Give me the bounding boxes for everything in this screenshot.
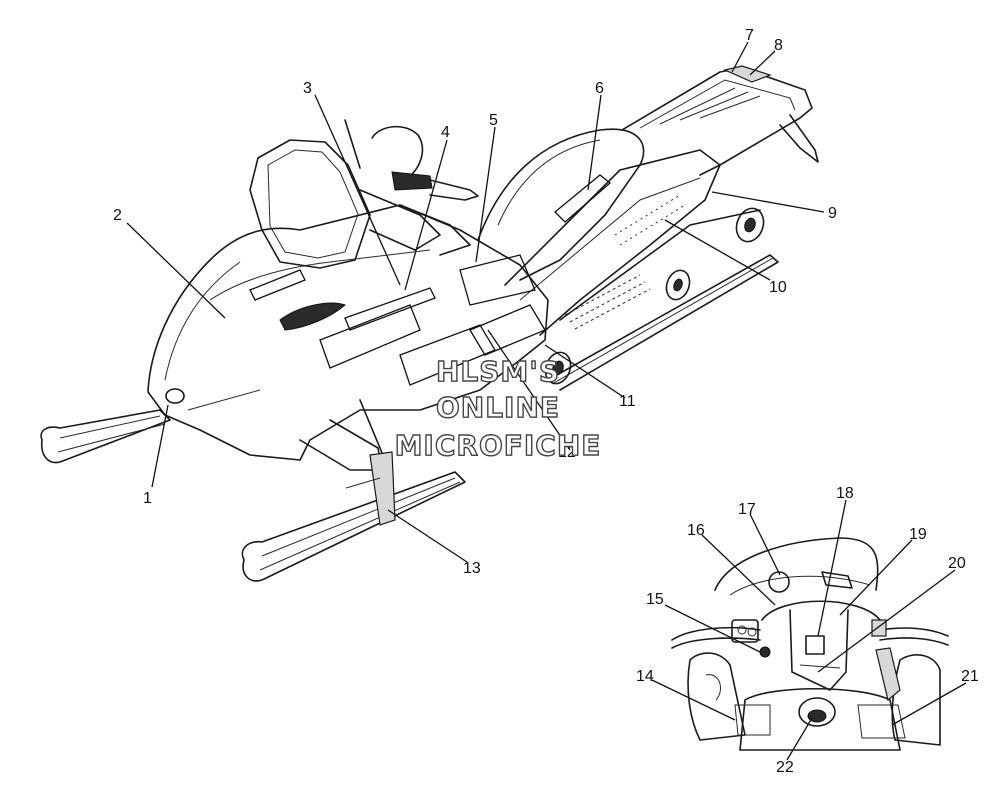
callout-22: 22 [776,759,794,776]
callout-12: 12 [558,444,576,461]
callout-14: 14 [636,668,654,685]
watermark: HLSM'S ONLINE MICROFICHE [394,354,602,462]
decal-side-panel-upper [344,287,436,331]
callout-9: 9 [828,205,837,222]
dash-inset-illustration [671,537,949,751]
decal-seat [554,174,612,223]
decal-side-panel-mid [399,324,496,386]
callout-21: 21 [961,668,979,685]
callout-2: 2 [113,207,122,224]
hood-graphic [279,302,346,331]
ski-left [40,409,171,464]
ski-right [241,471,466,582]
callout-13: 13 [463,560,481,577]
bogie-wheel-rear [735,207,765,243]
bogie-wheel-front [544,351,572,385]
callout-20: 20 [948,555,966,572]
tunnel-vents [564,194,686,330]
callout-17: 17 [738,501,756,518]
callout-19: 19 [909,526,927,543]
callout-6: 6 [595,80,604,97]
callout-3: 3 [303,80,312,97]
callout-10: 10 [769,279,787,296]
callout-16: 16 [687,522,705,539]
callout-5: 5 [489,112,498,129]
bogie-wheel-mid [665,269,691,301]
callout-11: 11 [619,393,636,410]
callout-15: 15 [646,591,664,608]
callout-leaders [126,41,967,761]
callout-18: 18 [836,485,854,502]
callout-7: 7 [745,27,754,44]
callout-8: 8 [774,37,783,54]
callout-4: 4 [441,124,450,141]
decal-hood-left [249,269,306,301]
watermark-line-1: HLSM'S [436,355,560,388]
callout-numbers: 1 2 3 4 5 6 7 8 9 10 11 12 13 14 15 16 1… [113,27,979,776]
decal-side-panel-front [319,304,421,369]
decal-console [459,254,536,306]
callout-1: 1 [143,490,152,507]
watermark-line-3: MICROFICHE [395,429,602,462]
snowmobile-illustration [40,65,819,582]
decal-side-panel-rear [469,304,546,356]
watermark-line-2: ONLINE [436,391,560,424]
